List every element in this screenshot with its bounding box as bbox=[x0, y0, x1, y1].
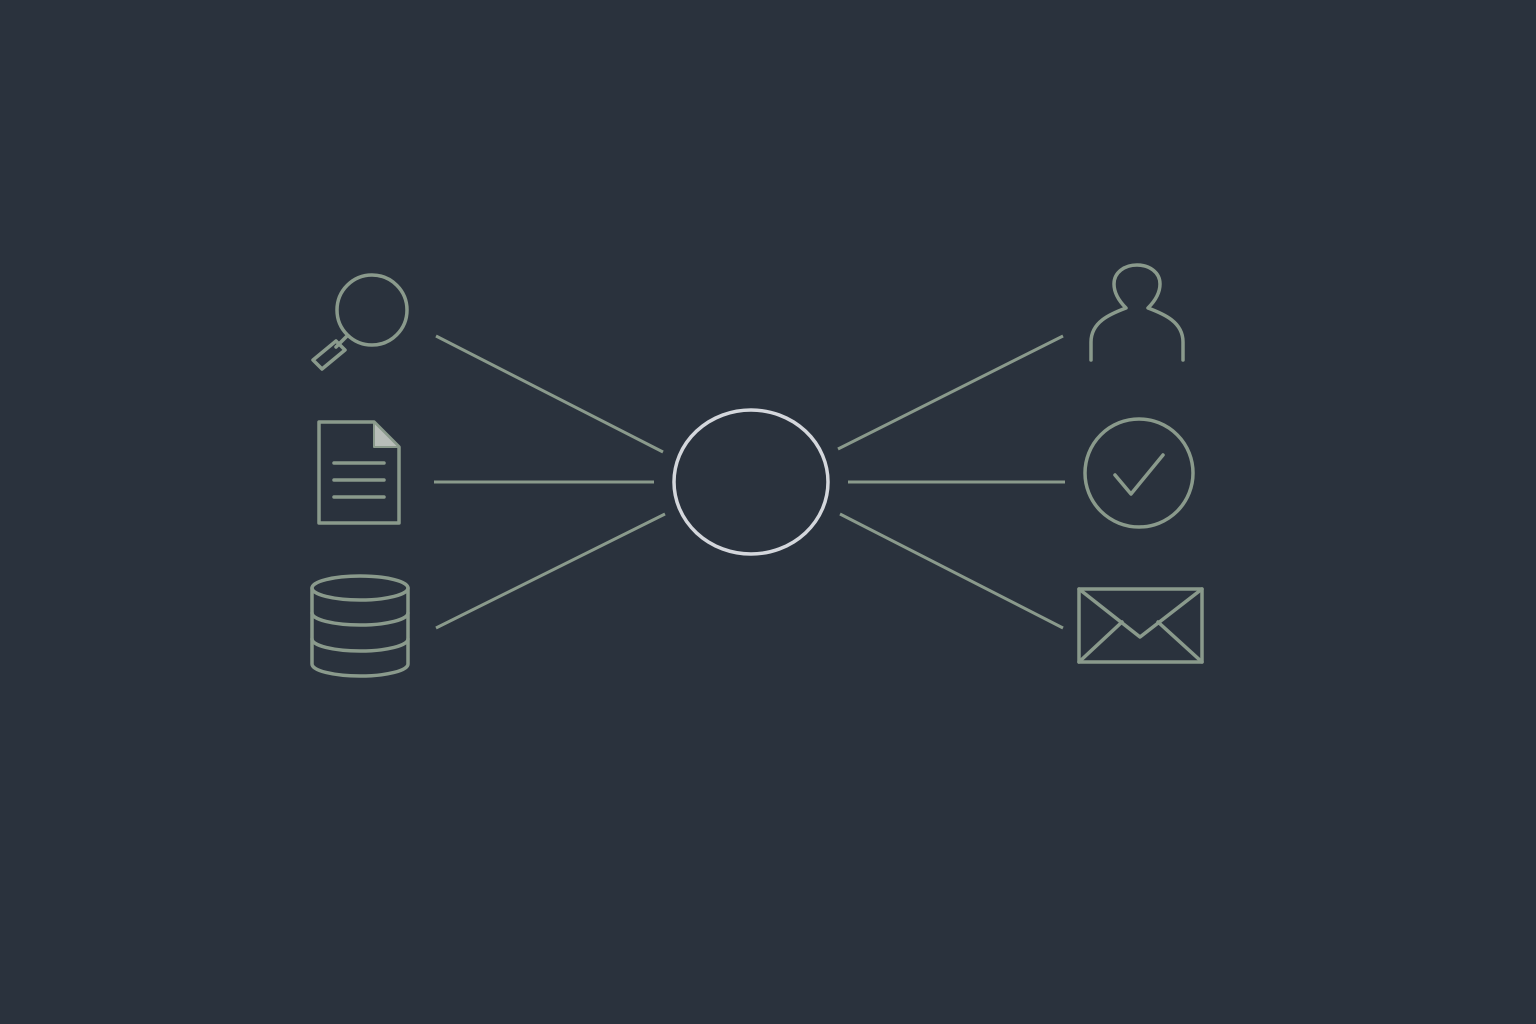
connector-search-to-hub bbox=[435, 334, 664, 454]
database-icon bbox=[310, 574, 410, 678]
check-circle-icon bbox=[1083, 417, 1195, 529]
hub-circle bbox=[672, 408, 830, 556]
connector-database-to-hub bbox=[435, 512, 666, 630]
envelope-icon bbox=[1077, 587, 1204, 664]
user-icon bbox=[1089, 263, 1185, 362]
input-connectors bbox=[434, 334, 666, 630]
magnifier-icon bbox=[311, 273, 409, 371]
connector-hub-to-envelope bbox=[839, 512, 1064, 630]
output-connectors bbox=[837, 334, 1065, 630]
connector-hub-to-user bbox=[837, 334, 1064, 451]
document-icon bbox=[317, 420, 401, 525]
